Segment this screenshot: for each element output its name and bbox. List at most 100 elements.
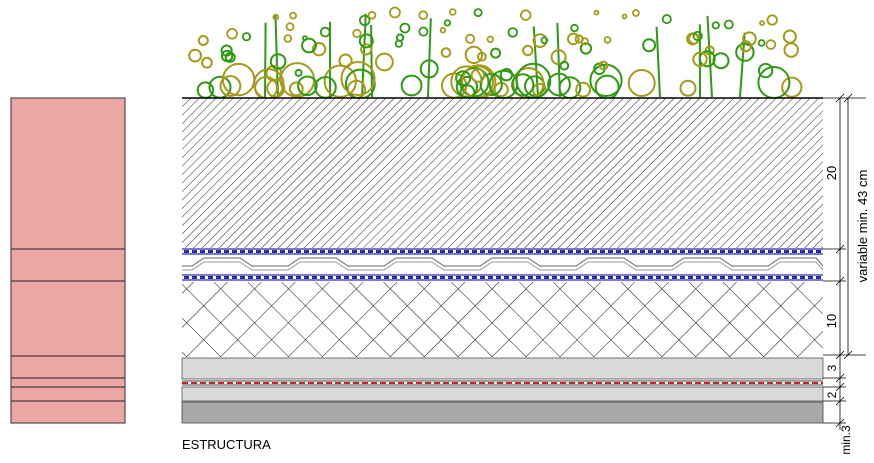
- plant-leaf-circle: [283, 34, 293, 43]
- plant-stem: [264, 22, 267, 98]
- plant-leaf-circle: [692, 51, 708, 67]
- plant-leaf-circle: [459, 67, 490, 98]
- plant-leaf-circle: [226, 27, 238, 40]
- plant-leaf-circle: [579, 42, 593, 55]
- plant-leaf-circle: [757, 39, 766, 47]
- dimension-lines: [823, 93, 866, 430]
- plant-leaf-circle: [289, 11, 298, 20]
- plant-leaf-circle: [782, 29, 798, 44]
- plant-leaf-circle: [486, 35, 494, 43]
- plant-leaf-circle: [221, 62, 256, 97]
- plant-leaf-circle: [269, 53, 287, 70]
- plant-leaf-circle: [340, 61, 376, 96]
- vegetation-layer: [188, 6, 803, 100]
- insulation-hatch: [182, 282, 823, 357]
- plant-leaf-circle: [757, 62, 774, 79]
- drainage-profile-line: [182, 261, 824, 271]
- filter-membrane-top: [182, 248, 823, 255]
- plant-leaf-circle: [567, 32, 580, 46]
- substrate-layer: [182, 97, 823, 248]
- substrate-hatch: [182, 98, 823, 248]
- plant-leaf-circle: [692, 30, 703, 42]
- plant-leaf-circle: [360, 43, 373, 56]
- plant-leaf-circle: [570, 23, 579, 33]
- plant-leaf-circle: [621, 13, 628, 20]
- plant-leaf-circle: [589, 63, 623, 98]
- legend-background: [10, 97, 126, 424]
- plant-leaf-circle: [394, 39, 403, 48]
- plant-leaf-circle: [711, 21, 720, 30]
- dim-soil: 20: [824, 166, 839, 180]
- plant-stem: [274, 14, 279, 98]
- dim-total: variable min. 43 cm: [855, 170, 870, 283]
- plant-leaf-circle: [297, 75, 318, 97]
- plant-leaf-circle: [301, 35, 308, 41]
- plant-leaf-circle: [739, 40, 752, 53]
- plant-leaf-circle: [294, 68, 303, 77]
- plant-leaf-circle: [188, 48, 203, 63]
- plant-leaf-circle: [766, 14, 778, 26]
- plant-stem: [706, 15, 713, 98]
- plant-leaf-circle: [272, 13, 280, 21]
- plant-leaf-circle: [279, 62, 316, 98]
- plant-leaf-circle: [400, 74, 423, 97]
- plant-leaf-circle: [224, 51, 236, 63]
- plant-leaf-circle: [197, 35, 209, 46]
- plant-leaf-circle: [219, 75, 242, 97]
- plant-leaf-circle: [388, 6, 401, 19]
- plant-leaf-circle: [507, 27, 519, 38]
- plant-leaf-circle: [550, 49, 567, 66]
- plant-leaf-circle: [598, 60, 609, 71]
- plant-leaf-circle: [440, 47, 452, 58]
- plant-leaf-circle: [301, 37, 317, 54]
- dim-layer-c: min.3: [839, 425, 853, 455]
- layer-legend-column: [10, 97, 126, 424]
- plant-leaf-circle: [479, 72, 503, 97]
- plant-leaf-circle: [352, 28, 362, 39]
- plant-leaf-circle: [757, 66, 791, 99]
- plant-leaf-circle: [311, 42, 327, 57]
- plant-leaf-circle: [540, 36, 549, 45]
- plant-leaf-circle: [642, 38, 657, 53]
- plant-leaf-circle: [520, 9, 532, 21]
- dim-layer-a: 3: [825, 364, 839, 371]
- plant-leaf-circle: [781, 76, 803, 98]
- plant-leaf-circle: [627, 69, 656, 97]
- plant-leaf-circle: [499, 68, 514, 82]
- plant-leaf-circle: [575, 81, 591, 98]
- slope-screed-layer: [181, 386, 824, 402]
- plant-leaf-circle: [712, 52, 730, 70]
- plant-leaf-circle: [593, 9, 600, 16]
- plant-leaf-circle: [759, 20, 765, 27]
- plant-leaf-circle: [375, 52, 394, 72]
- plant-stem: [427, 18, 432, 98]
- plant-leaf-circle: [418, 10, 429, 20]
- plant-leaf-circle: [285, 22, 295, 32]
- plant-leaf-circle: [448, 8, 457, 16]
- plant-leaf-circle: [367, 10, 377, 20]
- plant-leaf-circle: [470, 68, 486, 83]
- plant-leaf-circle: [661, 14, 672, 25]
- plant-leaf-circle: [465, 33, 476, 44]
- plant-leaf-circle: [265, 64, 283, 82]
- plant-leaf-circle: [679, 79, 697, 97]
- plant-leaf-circle: [399, 22, 411, 34]
- plant-leaf-circle: [559, 60, 570, 71]
- dim-layer-b: 2: [825, 391, 839, 398]
- plant-leaf-circle: [490, 47, 502, 59]
- plant-leaf-circle: [419, 59, 439, 79]
- drainage-profile-line: [182, 257, 824, 267]
- plant-leaf-circle: [241, 32, 252, 42]
- plant-leaf-circle: [359, 14, 371, 27]
- plant-leaf-circle: [201, 56, 213, 69]
- plant-leaf-circle: [522, 44, 534, 57]
- plant-leaf-circle: [418, 26, 429, 37]
- drainage-sheet-layer: [182, 257, 824, 271]
- plant-leaf-circle: [603, 36, 612, 44]
- plant-leaf-circle: [765, 39, 777, 50]
- plant-leaf-circle: [632, 9, 640, 17]
- plant-leaf-circle: [783, 42, 799, 58]
- insulation-layer: [182, 282, 823, 357]
- structure-layer: [181, 401, 824, 424]
